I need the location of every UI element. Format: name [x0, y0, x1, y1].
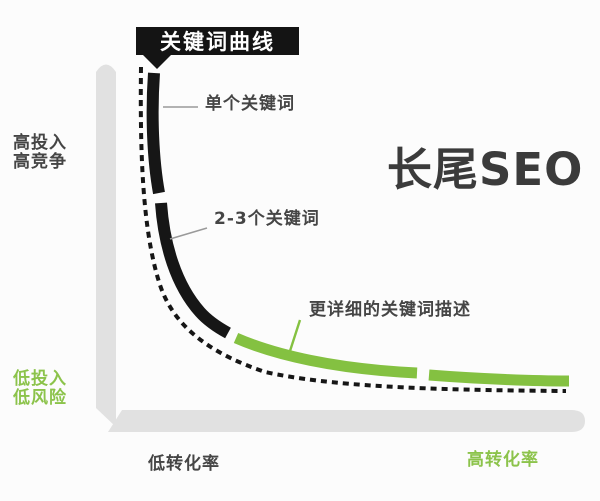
- pointer-line-detailed-keywords: [288, 319, 302, 352]
- x-axis-right-label: 高转化率: [467, 450, 539, 470]
- curve-title-label: 关键词曲线: [160, 30, 275, 54]
- y-axis-bar: [96, 64, 116, 427]
- detailed-keywords-label: 更详细的关键词描述: [309, 300, 471, 320]
- two-three-keywords-label: 2-3个关键词: [214, 209, 320, 229]
- y-axis-bottom-label: 低投入 低风险: [13, 370, 67, 408]
- y-axis-top-line1: 高投入: [13, 133, 67, 153]
- x-axis-left-label: 低转化率: [148, 454, 220, 474]
- curve-segment-long-tail-1: [233, 332, 418, 379]
- curve-title-box: 关键词曲线: [136, 27, 299, 55]
- y-axis-bottom-line1: 低投入: [13, 369, 67, 389]
- callout-arrow-icon: [142, 54, 172, 69]
- dashed-guide-curve: [138, 66, 567, 393]
- y-axis-top-label: 高投入 高竞争: [13, 134, 67, 172]
- y-axis-top-line2: 高竞争: [13, 152, 67, 172]
- x-axis-bar: [108, 410, 585, 432]
- page-title: 长尾SEO: [387, 143, 584, 196]
- curve-segment-single-keyword: [146, 72, 165, 195]
- curve-segment-2-3-keywords: [155, 202, 231, 339]
- single-keyword-label: 单个关键词: [205, 94, 295, 114]
- curve-segment-long-tail-2: [428, 369, 570, 387]
- y-axis-bottom-line2: 低风险: [13, 388, 67, 408]
- pointer-line-2-3-keywords: [169, 227, 208, 240]
